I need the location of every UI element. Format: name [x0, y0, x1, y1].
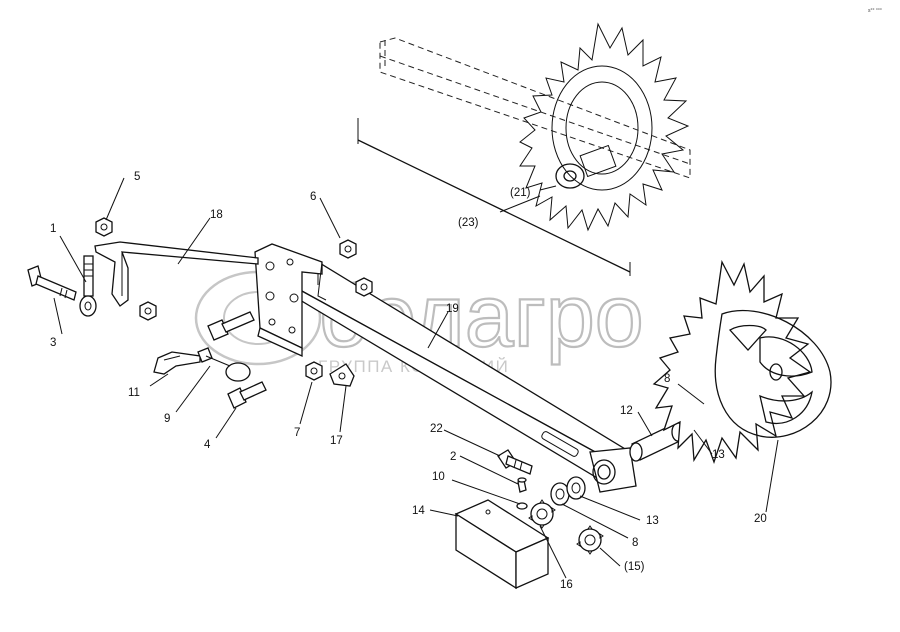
bracket	[329, 363, 355, 387]
callout-6: 6	[310, 191, 316, 203]
callout-4: 4	[204, 439, 211, 451]
callout-13b: 13	[646, 515, 659, 527]
corner-mark: s°° °°°	[868, 8, 882, 14]
callout-14: 14	[412, 505, 425, 517]
callout-labels: 1 2 3 4 5 6 7 8 8 9 10 11 12 13 13 14 (1…	[50, 171, 767, 591]
callout-16: 16	[560, 579, 573, 591]
phantom-wheel-assembly	[357, 22, 691, 276]
plate-bolts	[207, 311, 267, 409]
lower-parts	[454, 449, 604, 590]
mounting-plate	[254, 243, 327, 358]
callout-19: 19	[446, 303, 459, 315]
callout-17: 17	[330, 435, 343, 447]
callout-2: 2	[450, 451, 456, 463]
callout-21: (21)	[510, 187, 531, 199]
callout-1: 1	[50, 223, 56, 235]
callout-23: (23)	[458, 217, 479, 229]
lever	[94, 241, 259, 307]
callout-18: 18	[210, 209, 223, 221]
callout-11: 11	[128, 387, 140, 399]
cover-box	[454, 499, 550, 590]
sprocket-15	[576, 525, 604, 555]
right-star-wheel	[652, 259, 832, 464]
callout-3: 3	[50, 337, 56, 349]
callout-20: 20	[754, 513, 767, 525]
callout-13a: 13	[712, 449, 725, 461]
callout-7: 7	[294, 427, 300, 439]
handle-pin	[153, 347, 251, 382]
nuts	[95, 217, 373, 381]
callout-22: 22	[430, 423, 443, 435]
callout-8b: 8	[632, 537, 638, 549]
callout-12: 12	[620, 405, 633, 417]
callout-10: 10	[432, 471, 445, 483]
callout-8a: 8	[664, 373, 670, 385]
callout-9: 9	[164, 413, 170, 425]
callout-5: 5	[134, 171, 140, 183]
eye-bolt	[79, 255, 97, 317]
callout-15: (15)	[624, 561, 645, 573]
main-arm	[299, 261, 637, 493]
long-bolt	[27, 265, 77, 301]
sprocket-16	[528, 499, 556, 529]
leader-lines	[53, 177, 779, 579]
upper-star-wheel	[519, 22, 690, 232]
